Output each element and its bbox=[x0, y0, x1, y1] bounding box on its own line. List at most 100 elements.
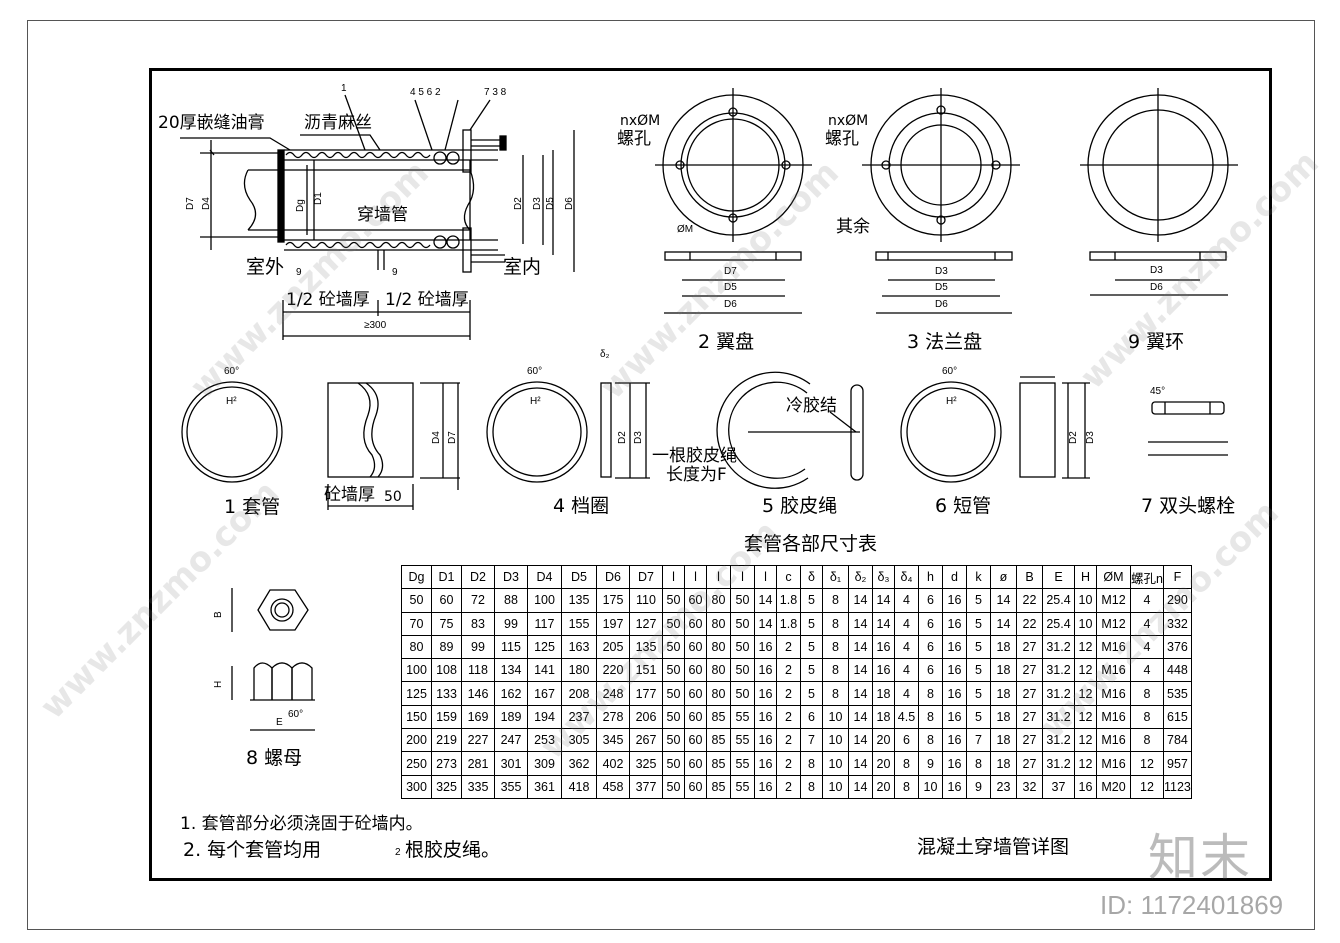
table-header-cell: δ₃ bbox=[872, 564, 895, 590]
table-cell: 31.2 bbox=[1042, 728, 1075, 753]
table-cell: 18 bbox=[990, 728, 1017, 753]
table-cell: 18 bbox=[990, 751, 1017, 776]
table-cell: 7 bbox=[800, 728, 823, 753]
h2-part1: H² bbox=[226, 396, 237, 407]
dim-part4-d3: D3 bbox=[633, 431, 644, 444]
angle-60-part1: 60° bbox=[224, 366, 240, 377]
table-cell: 361 bbox=[527, 774, 562, 799]
table-cell: 2 bbox=[776, 704, 801, 730]
table-cell: 89 bbox=[431, 634, 462, 660]
table-cell: 50 bbox=[730, 658, 755, 683]
callout-738: 7 3 8 bbox=[484, 87, 507, 98]
table-header-cell: D5 bbox=[561, 564, 597, 590]
table-cell: 37 bbox=[1042, 774, 1075, 799]
table-cell: 194 bbox=[527, 704, 562, 730]
table-cell: 14 bbox=[848, 681, 873, 706]
table-header-cell: D4 bbox=[527, 564, 562, 590]
table-cell: 10 bbox=[918, 774, 943, 799]
table-cell: 127 bbox=[629, 611, 663, 636]
table-cell: 14 bbox=[848, 751, 873, 776]
table-cell: 5 bbox=[966, 611, 991, 636]
note-2-suffix: 根胶皮绳。 bbox=[405, 839, 501, 861]
table-cell: 14 bbox=[754, 611, 777, 636]
table-header-cell: δ bbox=[800, 564, 823, 590]
table-cell: 146 bbox=[461, 681, 495, 706]
table-cell: 83 bbox=[461, 611, 495, 636]
callout-1: 1 bbox=[341, 83, 347, 94]
section-view bbox=[180, 94, 575, 340]
table-cell: 117 bbox=[527, 611, 562, 636]
caption-part8: 8 螺母 bbox=[246, 747, 303, 769]
dim-part9-d6: D6 bbox=[1150, 282, 1163, 293]
label-bolt-hole-2b: 螺孔 bbox=[617, 129, 651, 149]
table-cell: 2 bbox=[776, 681, 801, 706]
dim-part9-d3: D3 bbox=[1150, 265, 1163, 276]
table-cell: 1.8 bbox=[776, 611, 801, 636]
table-cell: 8 bbox=[894, 774, 919, 799]
table-cell: 115 bbox=[494, 634, 528, 660]
table-cell: 80 bbox=[706, 611, 731, 636]
label-rope-note: 一根胶皮绳 bbox=[652, 446, 737, 466]
table-cell: 14 bbox=[848, 728, 873, 753]
table-cell: 162 bbox=[494, 681, 528, 706]
table-cell: 55 bbox=[730, 751, 755, 776]
label-phi-m: ØM bbox=[677, 224, 694, 235]
table-cell: 2 bbox=[776, 751, 801, 776]
table-cell: 14 bbox=[848, 658, 873, 683]
angle-60-part4: 60° bbox=[527, 366, 543, 377]
part9-drawing bbox=[1080, 88, 1238, 296]
table-cell: 250 bbox=[401, 751, 432, 776]
angle-45-part7: 45° bbox=[1150, 386, 1166, 397]
table-cell: 16 bbox=[754, 681, 777, 706]
dim-part6-d2: D2 bbox=[1068, 431, 1079, 444]
table-cell: 108 bbox=[431, 658, 462, 683]
callout-9b: 9 bbox=[392, 267, 398, 278]
table-cell: 4.5 bbox=[894, 704, 919, 730]
table-cell: 72 bbox=[461, 588, 495, 613]
drawing-frame bbox=[149, 68, 1272, 881]
table-cell: 14 bbox=[848, 704, 873, 730]
table-cell: 70 bbox=[401, 611, 432, 636]
table-cell: 50 bbox=[730, 681, 755, 706]
callout-9a: 9 bbox=[296, 267, 302, 278]
table-cell: 12 bbox=[1074, 634, 1097, 660]
table-cell: 2 bbox=[776, 634, 801, 660]
table-cell: 14 bbox=[848, 774, 873, 799]
table-cell: 18 bbox=[990, 634, 1017, 660]
table-cell: 12 bbox=[1074, 751, 1097, 776]
table-cell: 6 bbox=[918, 588, 943, 613]
table-cell: 8 bbox=[1130, 728, 1164, 753]
table-cell: M16 bbox=[1096, 658, 1131, 683]
table-cell: 100 bbox=[401, 658, 432, 683]
table-cell: 2 bbox=[776, 774, 801, 799]
h2-part4: H² bbox=[530, 396, 541, 407]
dim-part1-d7: D7 bbox=[447, 431, 458, 444]
table-cell: 16 bbox=[872, 658, 895, 683]
table-cell: 4 bbox=[894, 611, 919, 636]
table-cell: 50 bbox=[730, 634, 755, 660]
table-cell: 14 bbox=[754, 588, 777, 613]
table-cell: 80 bbox=[706, 588, 731, 613]
table-header-cell: D2 bbox=[461, 564, 495, 590]
table-cell: 8 bbox=[822, 681, 849, 706]
dim-part2-d5: D5 bbox=[724, 282, 737, 293]
table-header-cell: Dg bbox=[401, 564, 432, 590]
table-cell: 2 bbox=[776, 658, 801, 683]
table-cell: 18 bbox=[990, 658, 1017, 683]
table-cell: 50 bbox=[662, 681, 685, 706]
table-header-cell: E bbox=[1042, 564, 1075, 590]
table-cell: 5 bbox=[800, 588, 823, 613]
label-wall-pipe: 穿墙管 bbox=[357, 205, 408, 225]
table-cell: 10 bbox=[822, 704, 849, 730]
table-header-cell: 螺孔n bbox=[1130, 564, 1164, 590]
table-cell: 60 bbox=[684, 751, 707, 776]
table-cell: 12 bbox=[1130, 751, 1164, 776]
part4-drawing bbox=[486, 381, 650, 483]
table-cell: 8 bbox=[800, 751, 823, 776]
table-cell: 16 bbox=[942, 704, 967, 730]
dim-d2: D2 bbox=[513, 197, 524, 210]
table-cell: 100 bbox=[527, 588, 562, 613]
